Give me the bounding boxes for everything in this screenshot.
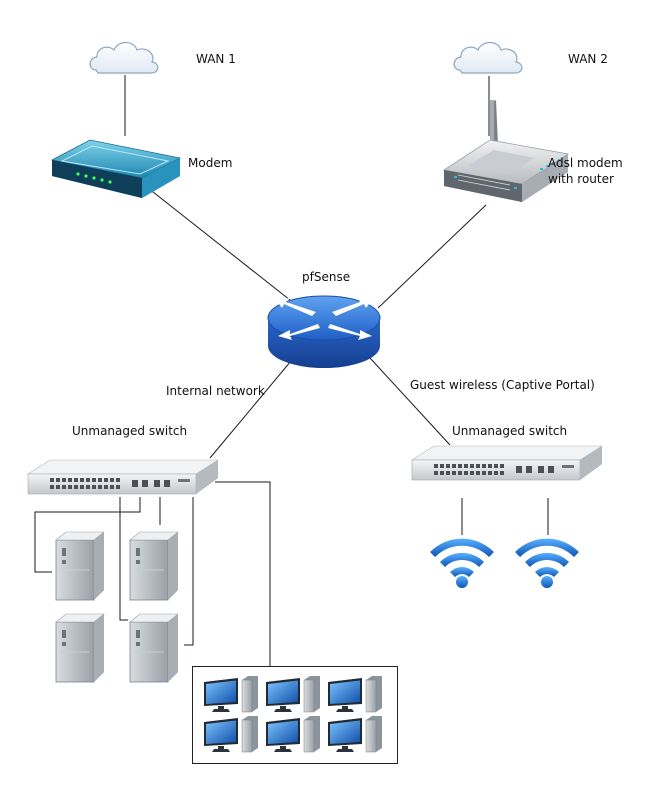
link-switch-server-4 [184,497,194,646]
link-modem-pfsense [147,187,296,305]
link-switch-server-2 [119,497,128,621]
left-switch-label: Unmanaged switch [72,424,188,438]
link-switch-workstations [215,481,271,666]
adsl-router-icon [442,100,570,202]
connection-lines [34,75,549,666]
wan1-label: WAN 1 [196,52,236,66]
link-switch-server-1 [34,497,141,573]
wifi-icon [515,538,579,588]
adsl-router-label-line2: with router [548,172,614,186]
network-switch-icon [27,459,219,495]
server-tower-icon [129,531,179,601]
right-switch-label: Unmanaged switch [452,424,568,438]
workstations-group-box [192,666,398,764]
server-tower-icon [129,613,179,683]
server-tower-icon [55,531,105,601]
internal-network-label: Internal network [166,384,265,398]
link-pfsense-left-switch [209,354,297,459]
guest-wireless-label: Guest wireless (Captive Portal) [410,378,595,392]
pfsense-router-icon [267,295,381,368]
network-switch-icon [411,445,603,481]
wan2-label: WAN 2 [568,52,608,66]
pfsense-label: pfSense [302,270,351,284]
modem-label: Modem [188,156,233,170]
adsl-router-label-line1: Adsl modem [548,156,623,170]
modem-icon [50,139,182,198]
wifi-icon [430,538,494,588]
server-tower-icon [55,613,105,683]
cloud-icon [453,41,523,74]
cloud-icon [89,41,159,74]
link-pfsense-right-switch [369,357,451,446]
link-router-pfsense [377,204,487,309]
